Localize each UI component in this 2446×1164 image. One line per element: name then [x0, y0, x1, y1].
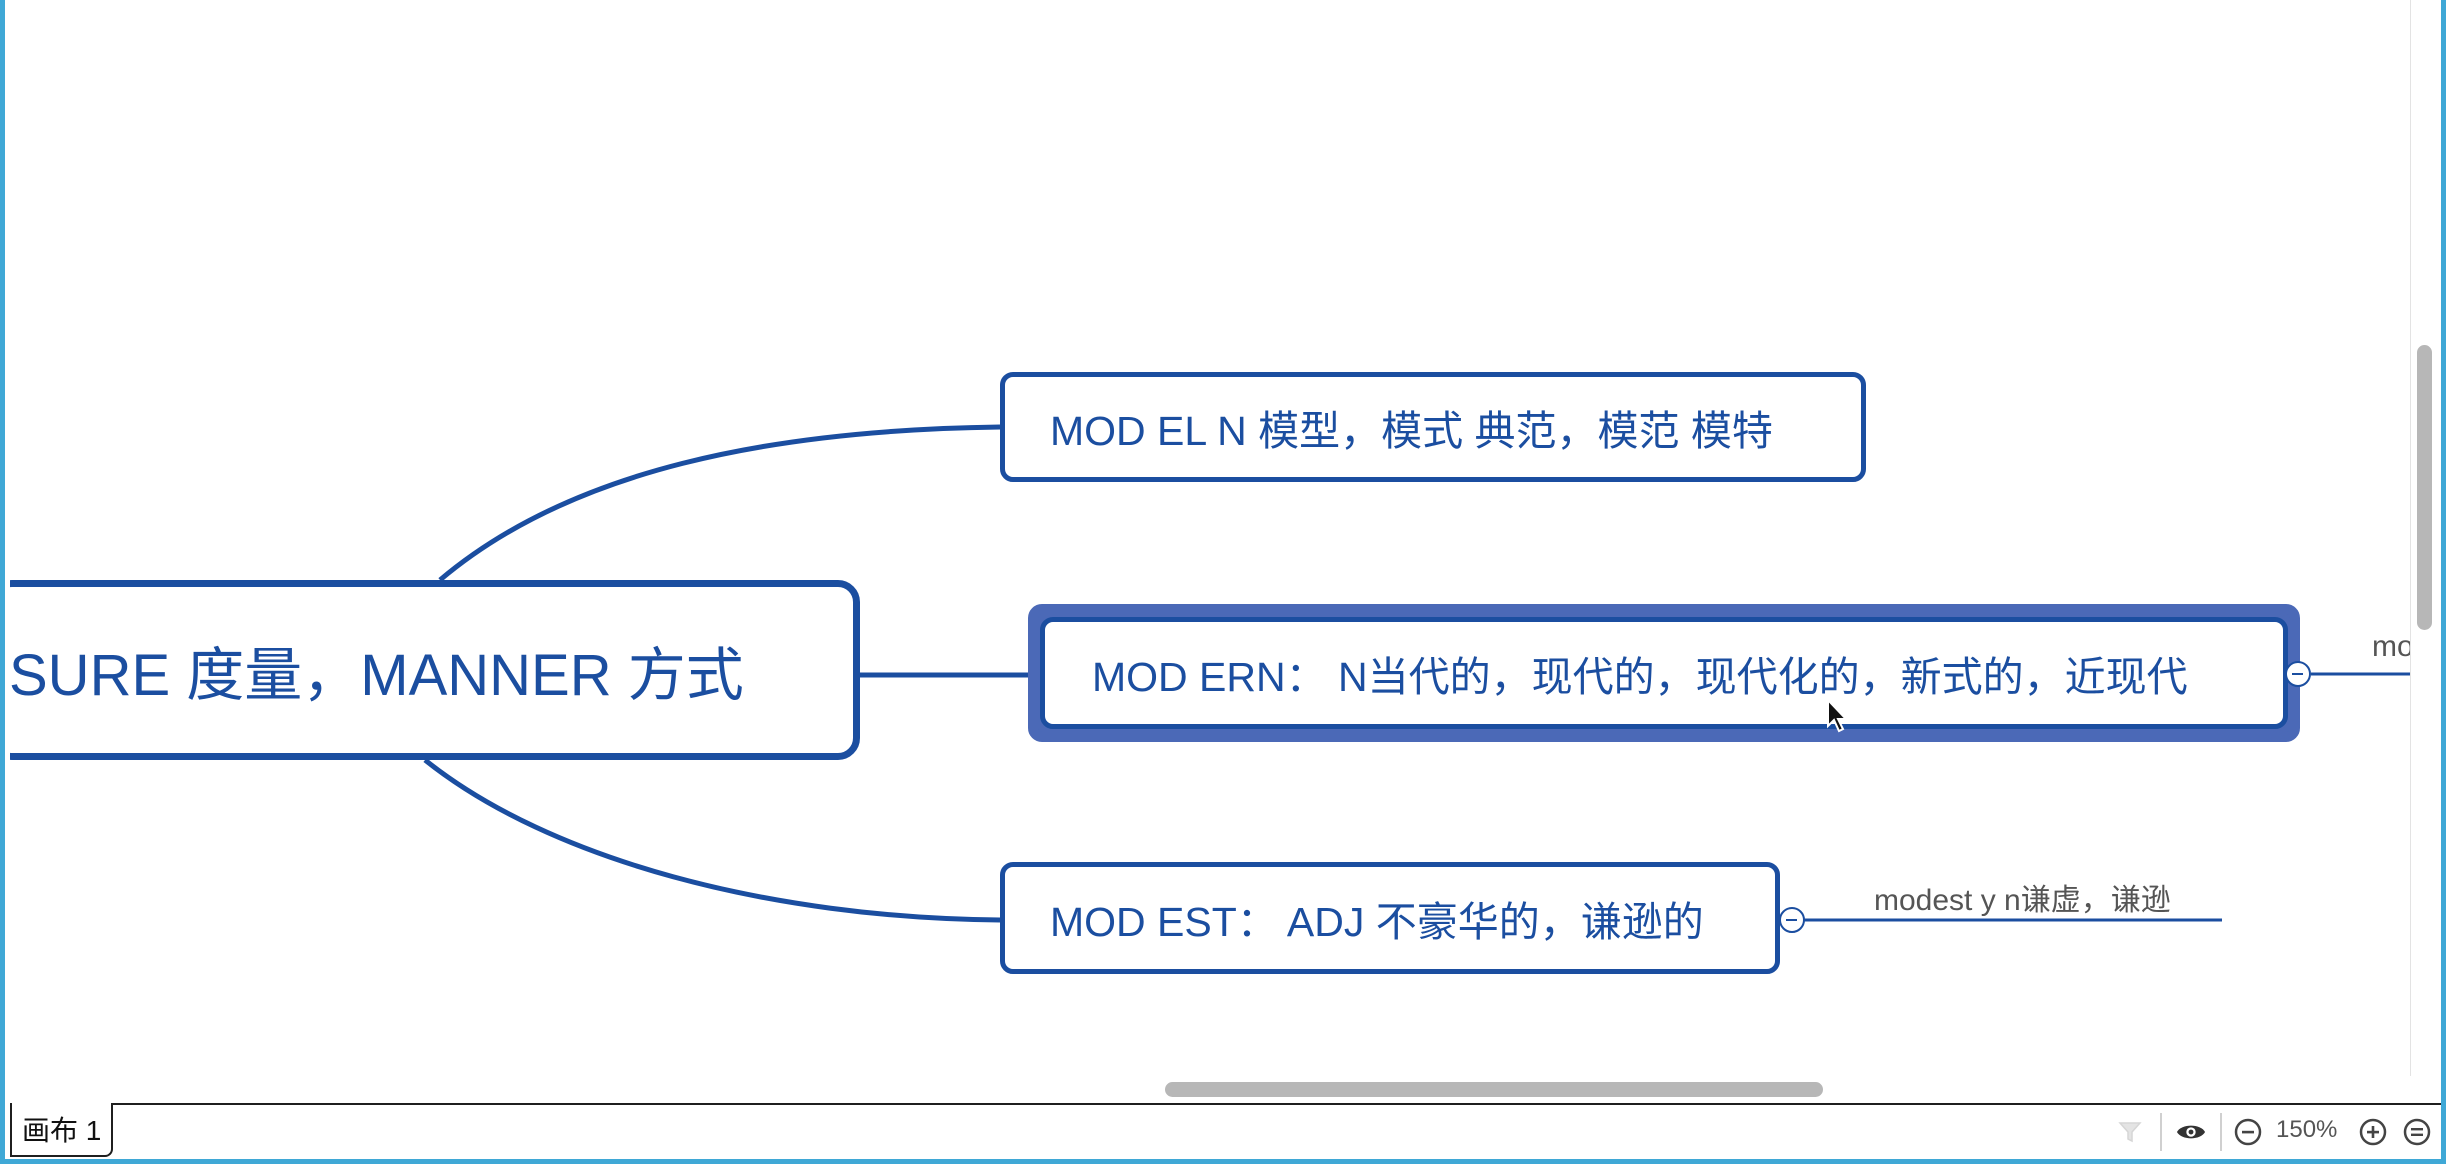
- status-bar: 画布 1 150%: [10, 1103, 2441, 1159]
- zoom-in-icon[interactable]: [2358, 1117, 2388, 1147]
- topic-model[interactable]: MOD EL N 模型，模式 典范，模范 模特: [1000, 372, 1866, 482]
- status-divider: [2220, 1113, 2222, 1151]
- subtopic-modern-label[interactable]: mo: [2372, 630, 2411, 663]
- topic-modest[interactable]: MOD EST： ADJ 不豪华的，谦逊的: [1000, 862, 1780, 974]
- connector-lines: [423, 424, 2410, 923]
- central-topic[interactable]: SURE 度量，MANNER 方式: [10, 580, 860, 760]
- topic-modern[interactable]: MOD ERN： N当代的，现代的，现代化的，新式的，近现代: [1040, 617, 2288, 729]
- mindmap-canvas[interactable]: SURE 度量，MANNER 方式 MOD EL N 模型，模式 典范，模范 模…: [10, 0, 2411, 1076]
- topic-modern-label: MOD ERN： N当代的，现代的，现代化的，新式的，近现代: [1092, 654, 2188, 700]
- collapse-modern-button[interactable]: [2285, 661, 2311, 687]
- vertical-scrollbar-thumb[interactable]: [2417, 345, 2432, 630]
- connector-model: [438, 424, 1001, 582]
- fit-icon[interactable]: [2402, 1117, 2432, 1147]
- eye-icon[interactable]: [2176, 1117, 2206, 1147]
- sheet-tab[interactable]: 画布 1: [10, 1103, 114, 1157]
- subtopic-modest-label[interactable]: modest y n谦虚，谦逊: [1874, 884, 2171, 917]
- zoom-level[interactable]: 150%: [2276, 1116, 2338, 1143]
- status-divider: [2160, 1113, 2162, 1151]
- collapse-modest-button[interactable]: [1779, 907, 1805, 933]
- central-topic-label: SURE 度量，MANNER 方式: [10, 643, 744, 708]
- zoom-out-icon[interactable]: [2233, 1117, 2263, 1147]
- horizontal-scrollbar-thumb[interactable]: [1165, 1082, 1823, 1097]
- topic-model-label: MOD EL N 模型，模式 典范，模范 模特: [1050, 408, 1773, 454]
- connector-modest: [423, 758, 1001, 923]
- mouse-cursor-icon: [1827, 698, 1849, 733]
- filter-icon[interactable]: [2115, 1117, 2145, 1147]
- topic-modest-label: MOD EST： ADJ 不豪华的，谦逊的: [1050, 899, 1704, 945]
